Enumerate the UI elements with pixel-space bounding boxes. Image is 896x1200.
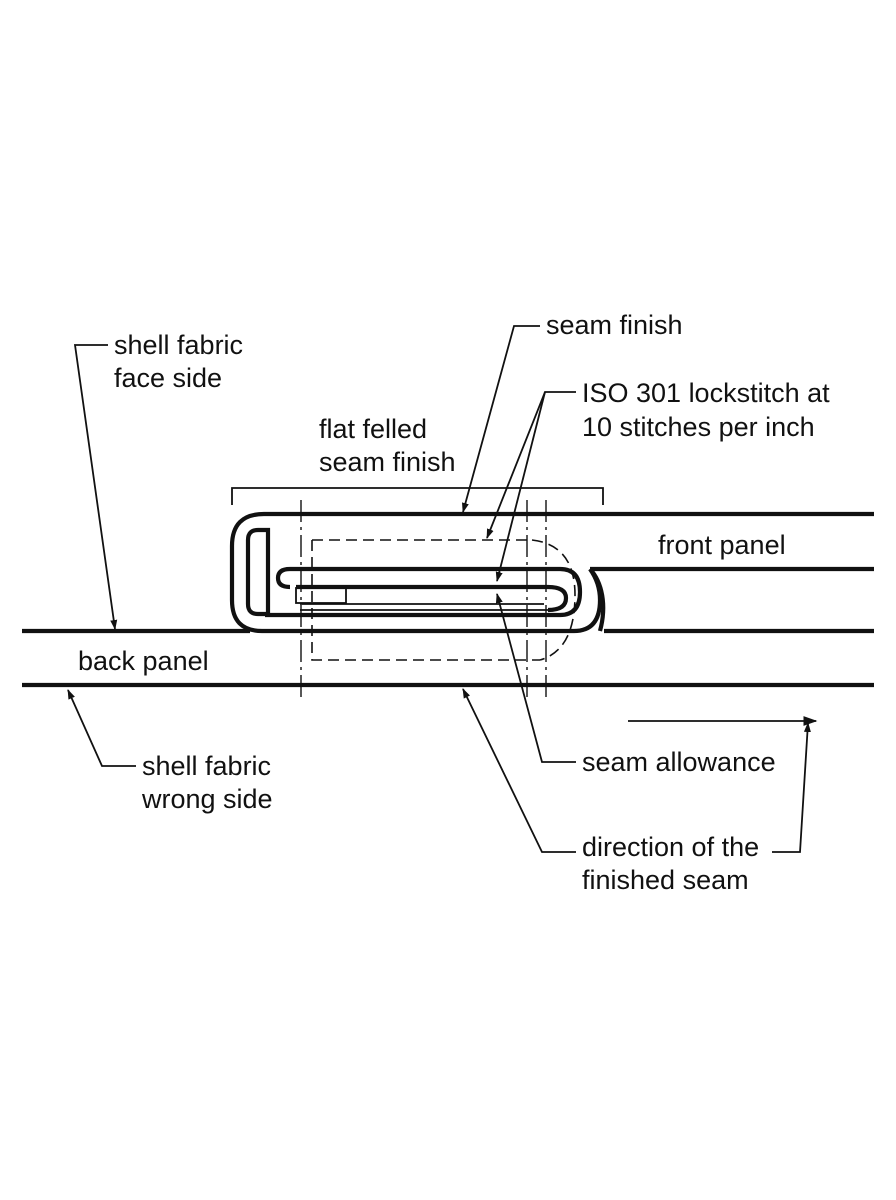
- leader-shell-fabric-face: [73, 344, 118, 630]
- leader-seam-allowance: [495, 593, 576, 763]
- leader-shell-fabric-wrong: [67, 689, 136, 767]
- stitch-line-curve: [531, 539, 576, 661]
- label-flat-felled-line1: flat felled: [319, 414, 427, 444]
- label-front-panel: front panel: [658, 530, 786, 560]
- seam-vertical-fold: [245, 527, 271, 617]
- leader-seam-finish: [462, 325, 540, 513]
- label-shell-fabric-face-line1: shell fabric: [114, 330, 243, 360]
- leader-direction-left: [462, 688, 576, 853]
- front-panel-shape: [588, 566, 874, 634]
- stitch-line-left: [311, 540, 540, 661]
- label-flat-felled-line2: seam finish: [319, 447, 456, 477]
- label-direction-line2: finished seam: [582, 865, 749, 895]
- label-shell-fabric-wrong-line2: wrong side: [141, 784, 273, 814]
- leader-lockstitch-lower: [495, 391, 546, 582]
- seam-inner-layer-2: [296, 584, 569, 613]
- label-seam-allowance: seam allowance: [582, 747, 776, 777]
- label-lockstitch-line1: ISO 301 lockstitch at: [582, 378, 830, 408]
- label-back-panel: back panel: [78, 646, 209, 676]
- label-seam-finish: seam finish: [546, 310, 683, 340]
- label-shell-fabric-face-line2: face side: [114, 363, 222, 393]
- stitch-center-lines: [300, 500, 547, 697]
- leader-direction-right: [772, 722, 811, 853]
- seam-outer-layer: [229, 511, 874, 634]
- stitch-lines: [311, 539, 576, 661]
- seam-raw-edge: [295, 587, 347, 604]
- leader-lines: [67, 325, 811, 853]
- label-direction-line1: direction of the: [582, 832, 759, 862]
- felled-seam-layers: [229, 511, 874, 634]
- label-shell-fabric-wrong-line1: shell fabric: [142, 751, 271, 781]
- back-panel-shape: [22, 628, 874, 688]
- label-lockstitch-line2: 10 stitches per inch: [582, 412, 815, 442]
- flat-felled-bracket: [231, 487, 604, 505]
- seam-inner-layer-1: [265, 566, 583, 618]
